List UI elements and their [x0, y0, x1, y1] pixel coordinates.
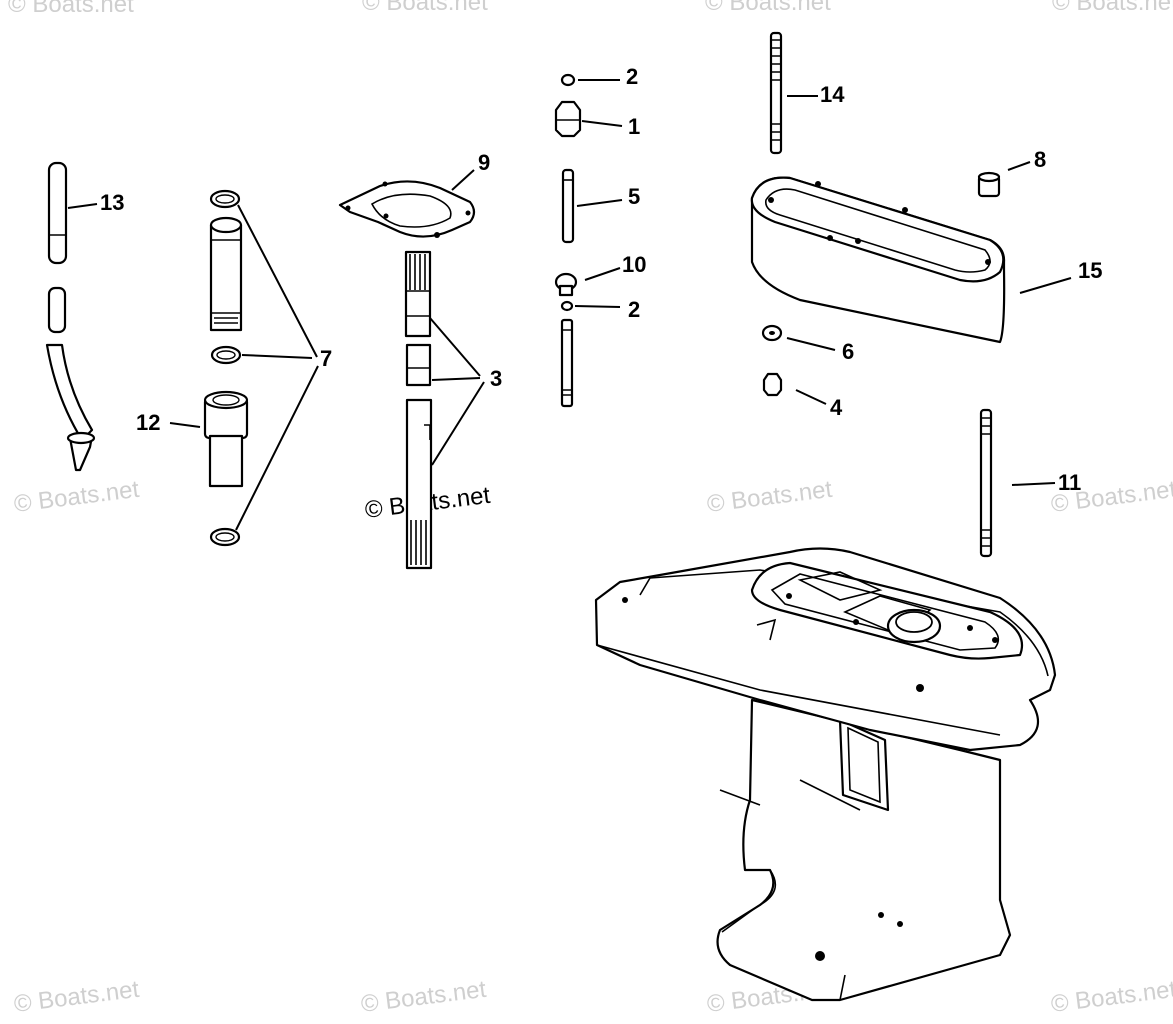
callout-12: 12 — [136, 410, 160, 435]
part-1-coupling-nut — [554, 100, 582, 138]
callout-2-bottom: 2 — [628, 297, 640, 322]
part-10-plug — [554, 272, 578, 297]
callout-3: 3 — [490, 366, 502, 391]
part-4-nut — [762, 372, 783, 397]
callout-4: 4 — [830, 395, 843, 420]
watermark: © Boats.net — [12, 976, 140, 1018]
part-7-orings-and-liner — [209, 189, 243, 547]
part-9-gasket — [338, 180, 476, 238]
watermark: © Boats.net — [1052, 0, 1173, 16]
callout-2-top: 2 — [626, 64, 638, 89]
leader-lines — [67, 79, 1072, 531]
callout-14: 14 — [820, 82, 845, 107]
part-2-nut-upper — [560, 73, 576, 87]
callout-15: 15 — [1078, 258, 1102, 283]
part-6-washer — [761, 324, 783, 342]
callout-10: 10 — [622, 252, 646, 277]
part-13-water-tube — [45, 161, 96, 472]
callout-1: 1 — [628, 114, 640, 139]
watermark: © Boats.net — [705, 0, 831, 16]
watermark: © Boats.net — [8, 0, 134, 18]
callout-6: 6 — [842, 339, 854, 364]
callout-11: 11 — [1058, 470, 1081, 495]
part-15-exhaust-adapter — [750, 176, 1006, 344]
part-5-stud — [561, 168, 575, 244]
callout-9: 9 — [478, 150, 490, 175]
driveshaft-housing — [594, 547, 1057, 1002]
callout-7: 7 — [320, 346, 332, 371]
part-11-stud — [979, 408, 993, 558]
watermark: © Boats.net — [1049, 976, 1173, 1018]
part-2-nut-lower — [560, 300, 574, 312]
watermark: © Boats.net — [362, 0, 488, 16]
stud-lower — [560, 318, 574, 408]
callout-8: 8 — [1034, 147, 1046, 172]
callout-labels: 13 7 12 9 3 2 1 5 10 2 14 8 15 6 4 11 — [100, 64, 1102, 495]
callout-5: 5 — [628, 184, 640, 209]
part-8-bushing — [977, 171, 1001, 198]
part-12-shaft-bushing — [203, 390, 249, 488]
part-14-stud — [769, 31, 783, 155]
watermark: © Boats.net — [705, 476, 833, 518]
callout-13: 13 — [100, 190, 124, 215]
part-3-driveshaft — [404, 250, 433, 570]
watermark: © Boats.net — [359, 976, 487, 1018]
watermark: © Boats.net — [12, 476, 140, 518]
